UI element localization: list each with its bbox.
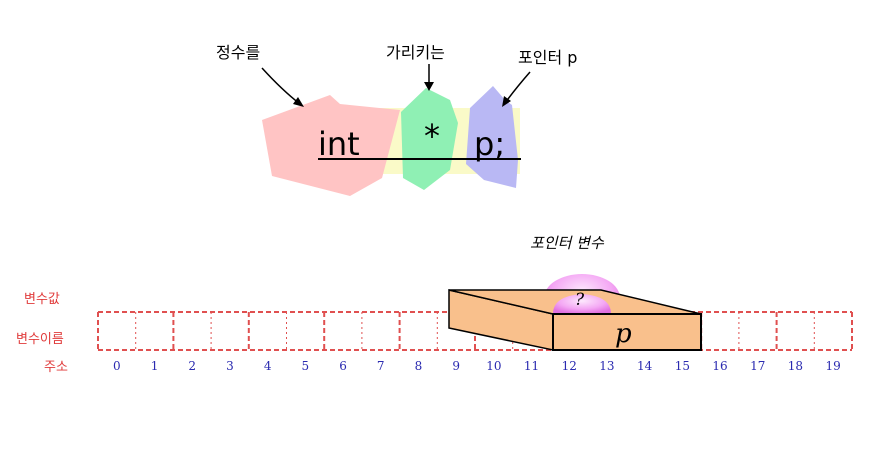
callout-int-label: 정수를	[216, 43, 260, 62]
declaration-group: int * p; 정수를 가리키는 포인터 p	[216, 43, 577, 196]
address-16: 16	[712, 359, 727, 373]
address-17: 17	[750, 359, 765, 373]
pointer-variable-name: p	[615, 319, 632, 349]
star-shape	[401, 88, 458, 190]
address-2: 2	[188, 359, 196, 373]
arrow-p-head	[502, 96, 511, 107]
address-12: 12	[562, 359, 577, 373]
address-11: 11	[524, 359, 539, 373]
address-3: 3	[226, 359, 234, 373]
code-star: *	[424, 117, 440, 155]
arrow-int	[261, 67, 301, 105]
pointer-box-front-face	[552, 313, 702, 351]
address-0: 0	[113, 359, 121, 373]
callout-p-label: 포인터 p	[518, 48, 577, 67]
address-5: 5	[302, 359, 310, 373]
code-int: int	[318, 125, 360, 163]
arrow-int-head	[293, 97, 304, 107]
code-p: p;	[474, 125, 505, 163]
address-7: 7	[377, 359, 385, 373]
arrow-p	[504, 71, 531, 104]
row-name-label: 변수이름	[16, 332, 64, 347]
memory-title: 포인터 변수	[530, 234, 605, 252]
address-6: 6	[339, 359, 347, 373]
pointer-value: ?	[575, 290, 585, 310]
arrow-star-head	[424, 82, 434, 91]
address-1: 1	[151, 359, 159, 373]
callout-star-label: 가리키는	[386, 43, 445, 62]
address-9: 9	[452, 359, 460, 373]
address-19: 19	[826, 359, 841, 373]
address-10: 10	[486, 359, 501, 373]
address-13: 13	[599, 359, 614, 373]
value-blob-top	[553, 294, 611, 314]
int-shape	[262, 95, 400, 196]
row-value-label: 변수값	[24, 292, 60, 307]
address-15: 15	[675, 359, 690, 373]
address-14: 14	[637, 359, 653, 373]
address-4: 4	[264, 359, 272, 373]
p-shape	[466, 86, 518, 188]
row-address-label: 주소	[44, 360, 68, 375]
address-18: 18	[788, 359, 803, 373]
address-8: 8	[415, 359, 423, 373]
pointer-box: ? p	[448, 274, 702, 351]
